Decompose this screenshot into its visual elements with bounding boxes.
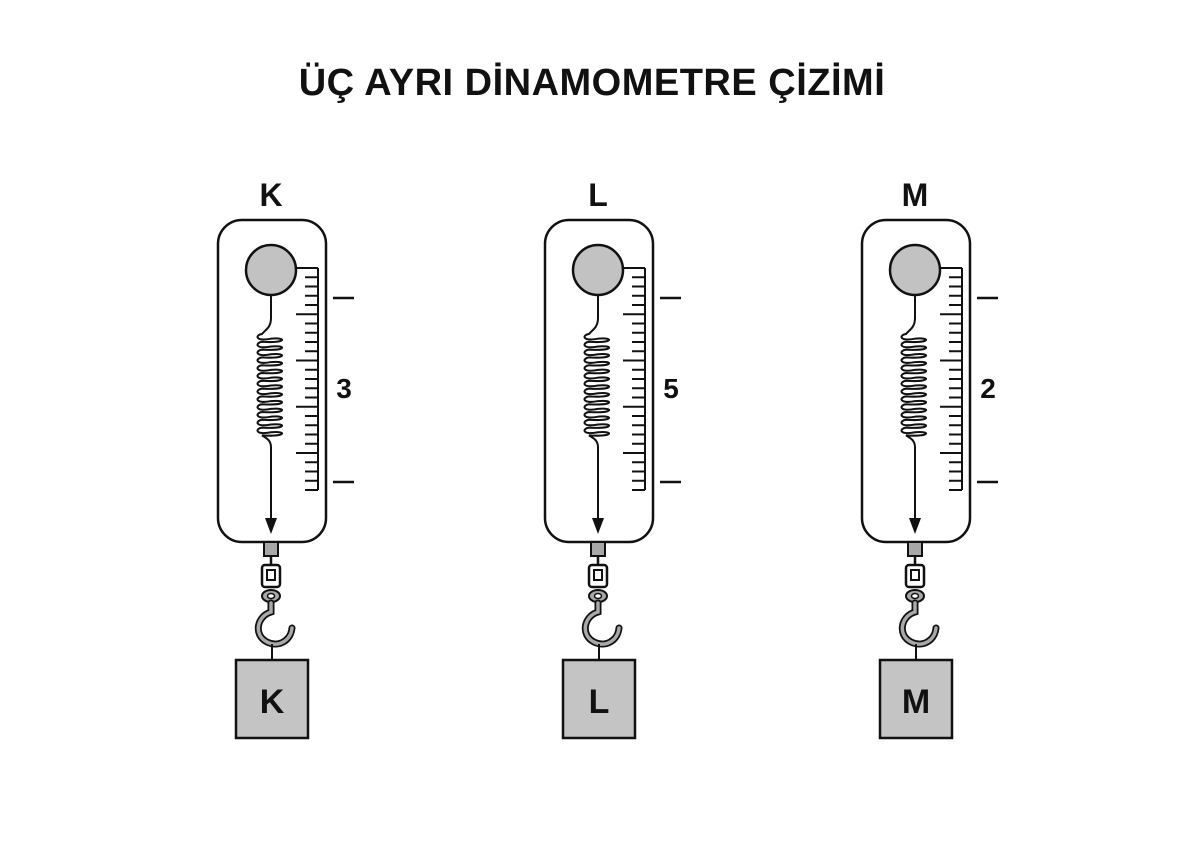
page-title: ÜÇ AYRI DİNAMOMETRE ÇİZİMİ (298, 62, 886, 104)
dial-circle (571, 243, 625, 297)
shackle-stem (590, 541, 606, 557)
hook-swivel-eye (266, 592, 276, 600)
reading-label: 3 (336, 373, 352, 404)
pointer-arrow (592, 518, 604, 534)
shackle-link-inner (593, 569, 603, 581)
shackle-link (260, 563, 282, 589)
pointer-arrow (909, 518, 921, 534)
weight-label: L (589, 683, 610, 721)
dynamometer-label: L (588, 177, 608, 213)
shackle-link (904, 563, 926, 589)
dynamometer-label: K (259, 177, 282, 213)
weight-label: K (260, 683, 285, 721)
weight-block (561, 658, 637, 740)
hook-swivel-eye (910, 592, 920, 600)
shackle-link (587, 563, 609, 589)
shackle-link-inner (910, 569, 920, 581)
reading-label: 5 (663, 373, 679, 404)
reading-label: 2 (980, 373, 996, 404)
weight-block (878, 658, 954, 740)
pointer-arrow (265, 518, 277, 534)
hook-swivel-eye (593, 592, 603, 600)
hook-body (256, 601, 294, 646)
weight-label: M (902, 683, 930, 721)
shackle-link-inner (266, 569, 276, 581)
dynamometer-l: L5L (543, 177, 681, 740)
spring-coil (583, 295, 610, 520)
shackle-stem (263, 541, 279, 557)
dynamometer-label: M (902, 177, 929, 213)
dynamometer-k: K3K (216, 177, 354, 740)
dynamometer-m: M2M (860, 177, 998, 740)
hook-body (900, 601, 938, 646)
shackle-stem (907, 541, 923, 557)
dial-circle (244, 243, 298, 297)
hook-body (583, 601, 621, 646)
weight-block (234, 658, 310, 740)
dial-circle (888, 243, 942, 297)
spring-coil (256, 295, 283, 520)
spring-coil (900, 295, 927, 520)
